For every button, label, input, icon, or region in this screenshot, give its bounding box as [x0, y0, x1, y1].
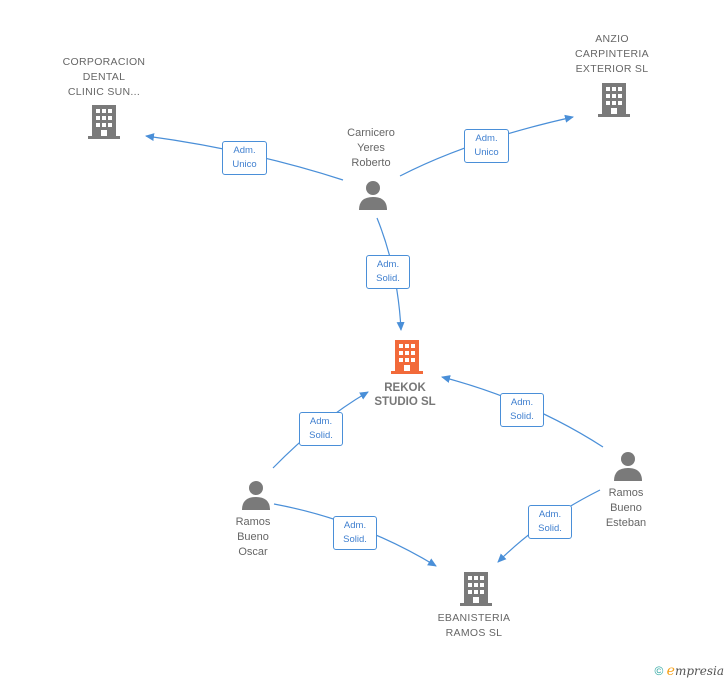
node-label-carnicero[interactable]: Carnicero Yeres Roberto: [347, 127, 395, 169]
edge-label: Adm. Unico: [464, 129, 509, 163]
person-icon[interactable]: [241, 480, 271, 510]
person-icon[interactable]: [358, 180, 388, 210]
building-icon[interactable]: [88, 105, 120, 139]
copyright-icon: ©: [654, 664, 664, 678]
node-label-esteban[interactable]: Ramos Bueno Esteban: [605, 487, 647, 529]
edge-label: Adm. Solid.: [333, 516, 377, 550]
node-label-corporacion[interactable]: CORPORACION DENTAL CLINIC SUN...: [62, 56, 146, 98]
edge-label: Adm. Unico: [222, 141, 267, 175]
edge-label: Adm. Solid.: [299, 412, 343, 446]
node-label-ebanisteria[interactable]: EBANISTERIA RAMOS SL: [437, 612, 511, 639]
building-icon[interactable]: [460, 572, 492, 606]
brand-logo-initial: e: [666, 663, 675, 679]
person-icon[interactable]: [613, 451, 643, 481]
edge-label: Adm. Solid.: [366, 255, 410, 289]
building-icon-main[interactable]: [391, 340, 423, 374]
brand-footer: © empresia: [654, 663, 724, 679]
edge-label: Adm. Solid.: [528, 505, 572, 539]
brand-logo-text: mpresia: [674, 664, 724, 678]
node-label-rekok[interactable]: REKOK STUDIO SL: [374, 382, 436, 408]
building-icon[interactable]: [598, 83, 630, 117]
node-label-anzio[interactable]: ANZIO CARPINTERIA EXTERIOR SL: [575, 33, 649, 75]
edge-label: Adm. Solid.: [500, 393, 544, 427]
node-label-oscar[interactable]: Ramos Bueno Oscar: [235, 516, 271, 558]
